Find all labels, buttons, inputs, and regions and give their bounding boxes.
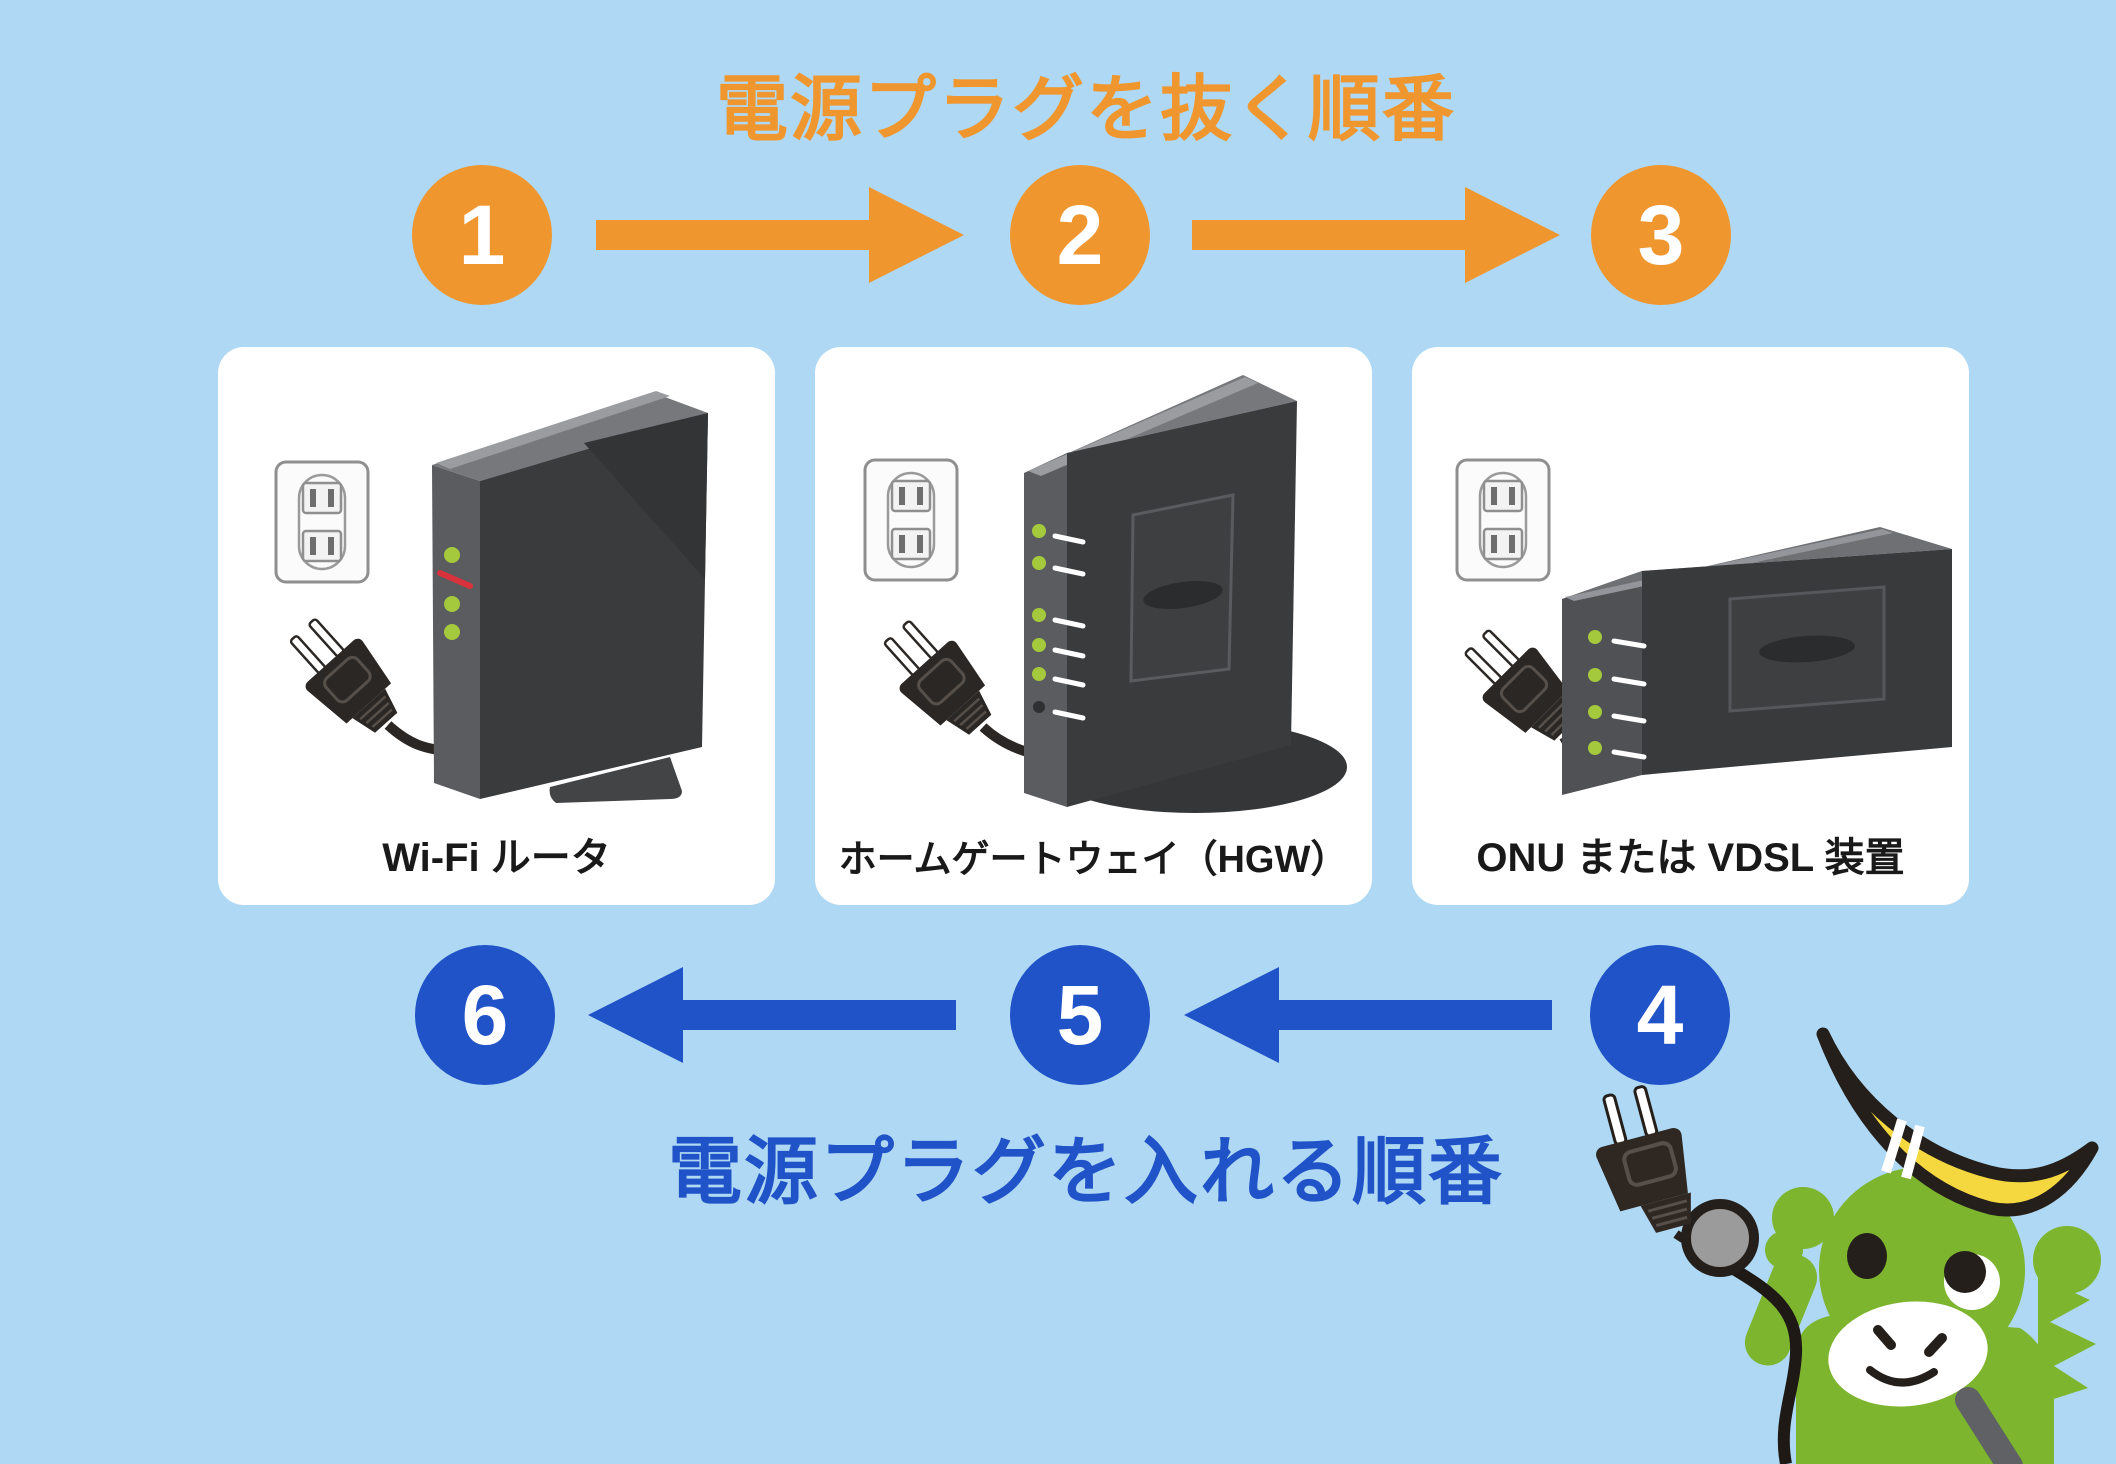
smile [1866, 1366, 1938, 1387]
outlet-icon [863, 458, 959, 582]
wifi-router-illustration [274, 391, 708, 803]
home-gateway-illustration [863, 375, 1347, 813]
step-circle-plug-4: 4 [1590, 945, 1730, 1085]
home-gateway-device [1024, 375, 1347, 813]
led-light [444, 596, 460, 612]
step-circle-unplug-3: 3 [1591, 165, 1731, 305]
step-circle-unplug-1: 1 [412, 165, 552, 305]
arrow-left-icon [1184, 967, 1552, 1063]
power-plug-icon [289, 618, 398, 733]
card-label-onu-vdsl: ONU または VDSL 装置 [1476, 836, 1905, 880]
led-lights [1588, 630, 1647, 760]
card-wifi-router: Wi-Fi ルータ [218, 347, 775, 905]
arrow-left-icon [588, 967, 956, 1063]
left-eye [1847, 1233, 1887, 1279]
power-plug-icon [883, 620, 992, 735]
arrow-right-icon [596, 187, 964, 283]
arrow-right-icon [1192, 187, 1560, 283]
onu-vdsl-illustration [1455, 458, 1952, 795]
led-lights [1032, 524, 1086, 721]
led-light [444, 624, 460, 640]
unplug-title: 電源プラグを抜く順番 [715, 70, 1456, 150]
mascot-face [1828, 1233, 2000, 1407]
mascot-ox-character [1596, 1027, 2101, 1464]
step-circle-plug-5: 5 [1010, 945, 1150, 1085]
outlet-icon [1455, 458, 1551, 582]
led-light [444, 547, 460, 563]
red-status-line [437, 570, 473, 589]
horn-icon [1816, 1027, 2099, 1217]
step-circle-plug-6: 6 [415, 945, 555, 1085]
power-plug-icon [1596, 1085, 1691, 1233]
step-circle-unplug-2: 2 [1010, 165, 1150, 305]
horn-stripes [1881, 1118, 1925, 1180]
plug-in-title: 電源プラグを入れる順番 [668, 1130, 1504, 1213]
card-label-home-gateway: ホームゲートウェイ（HGW） [838, 839, 1349, 881]
cord-spool [1681, 1199, 1759, 1277]
nostrils [1873, 1325, 1947, 1357]
card-home-gateway: ホームゲートウェイ（HGW） [815, 347, 1372, 905]
outlet-icon [274, 460, 370, 584]
card-label-wifi-router: Wi-Fi ルータ [382, 836, 611, 880]
muzzle [1828, 1301, 1988, 1407]
router-device [432, 391, 708, 803]
onu-device [1562, 527, 1952, 795]
mascot-stick [1955, 1387, 2023, 1464]
long-power-cord [1728, 1262, 1803, 1464]
right-eye [1944, 1251, 1986, 1293]
card-onu-vdsl: ONU または VDSL 装置 [1412, 347, 1969, 905]
